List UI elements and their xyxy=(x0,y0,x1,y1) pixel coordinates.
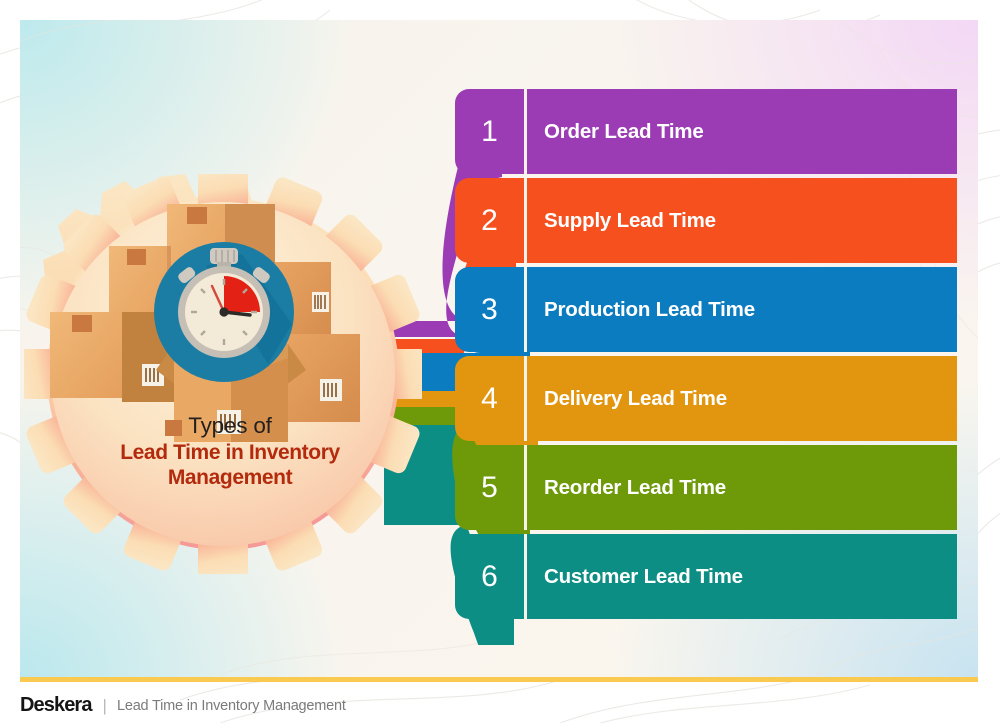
bar-label: Supply Lead Time xyxy=(544,208,716,232)
lead-time-bar[interactable]: 3 Production Lead Time xyxy=(455,267,957,352)
footer-separator: | xyxy=(102,695,107,715)
bar-divider xyxy=(524,178,527,263)
bar-label: Delivery Lead Time xyxy=(544,386,727,410)
bar-divider xyxy=(524,534,527,619)
bar-divider xyxy=(524,267,527,352)
footer-subtitle: Lead Time in Inventory Management xyxy=(116,697,346,714)
bar-label: Order Lead Time xyxy=(544,119,704,143)
deskera-logo: Deskera xyxy=(20,694,92,716)
gear-hub-illustration xyxy=(24,174,422,574)
bar-number: 6 xyxy=(481,559,498,593)
card-accent-bar xyxy=(20,677,978,682)
lead-time-bar[interactable]: 1 Order Lead Time xyxy=(455,89,957,174)
lead-time-bar[interactable]: 2 Supply Lead Time xyxy=(455,178,957,263)
bar-number: 4 xyxy=(481,381,498,415)
lead-time-bar-list: 1 Order Lead Time 2 Supply Lead Time 3 P… xyxy=(455,85,958,625)
bar-label: Customer Lead Time xyxy=(544,564,743,588)
bar-divider xyxy=(524,89,527,174)
bar-divider xyxy=(524,445,527,530)
bar-number: 3 xyxy=(481,292,498,326)
lead-time-bar[interactable]: 4 Delivery Lead Time xyxy=(455,356,957,441)
bar-number: 1 xyxy=(481,114,498,148)
bar-divider xyxy=(524,356,527,441)
footer: Deskera | Lead Time in Inventory Managem… xyxy=(0,688,1000,723)
bar-number: 5 xyxy=(481,470,498,504)
stopwatch-icon xyxy=(154,242,294,382)
bar-number: 2 xyxy=(481,203,498,237)
bar-label: Production Lead Time xyxy=(544,297,755,321)
lead-time-bar[interactable]: 5 Reorder Lead Time xyxy=(455,445,957,530)
lead-time-bar[interactable]: 6 Customer Lead Time xyxy=(455,534,957,619)
bar-label: Reorder Lead Time xyxy=(544,475,726,499)
